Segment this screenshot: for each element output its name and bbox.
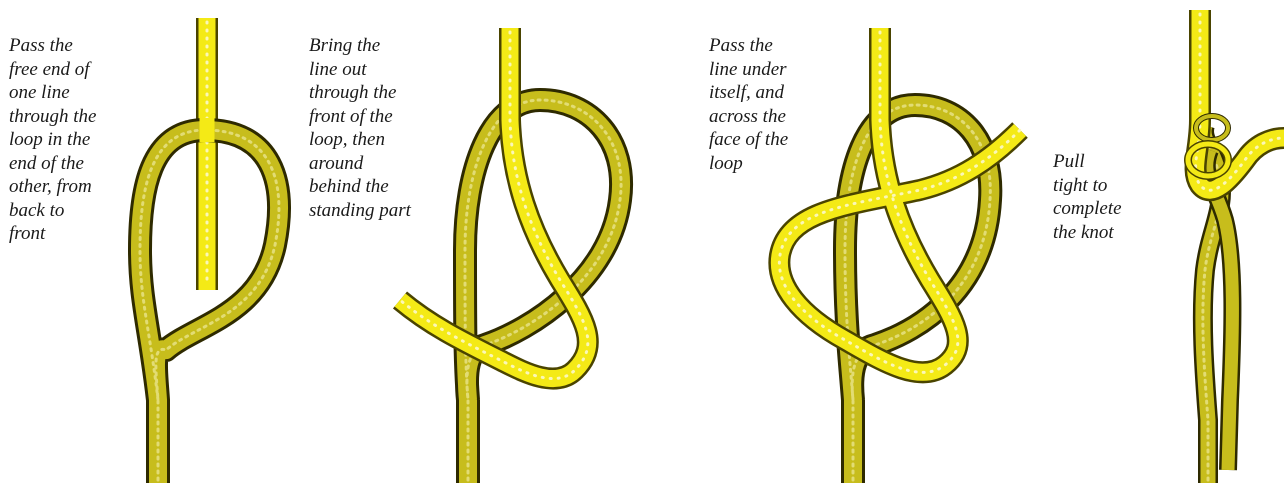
step-4-knot-illustration: [1040, 0, 1284, 483]
free-line: [400, 28, 588, 379]
step-1: Pass the free end of one line through th…: [0, 0, 300, 483]
step-3: Pass the line under itself, and across t…: [700, 0, 1060, 483]
step-4: Pull tight to complete the knot: [1040, 0, 1284, 483]
step-2-knot-illustration: [300, 0, 650, 483]
step-2: Bring the line out through the front of …: [300, 0, 650, 483]
step-3-knot-illustration: [700, 0, 1060, 483]
loop-line: [465, 100, 621, 483]
step-1-knot-illustration: [0, 0, 300, 483]
